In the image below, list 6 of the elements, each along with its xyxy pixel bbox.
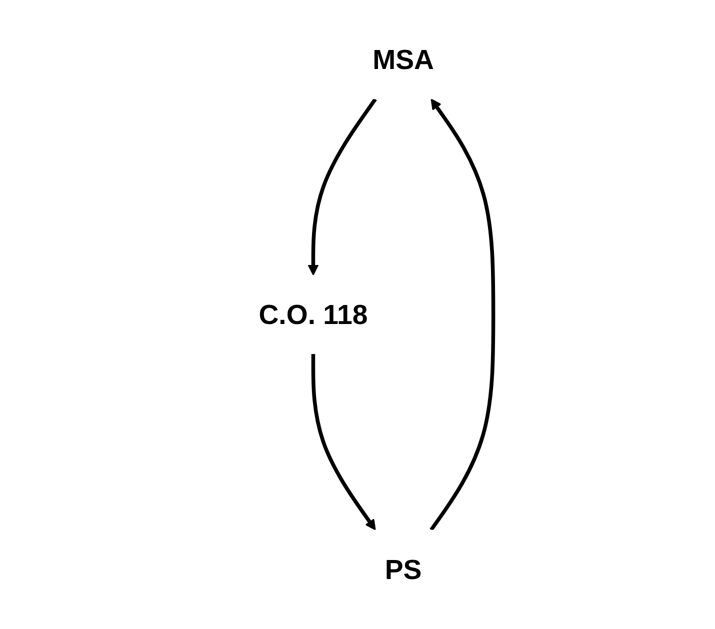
arrow (312, 354, 376, 530)
arrow (308, 98, 378, 276)
node-text: C.O. 118 (259, 298, 368, 330)
node-text: MSA (372, 44, 434, 76)
arrow (430, 98, 496, 531)
node-text: PS (385, 554, 422, 586)
